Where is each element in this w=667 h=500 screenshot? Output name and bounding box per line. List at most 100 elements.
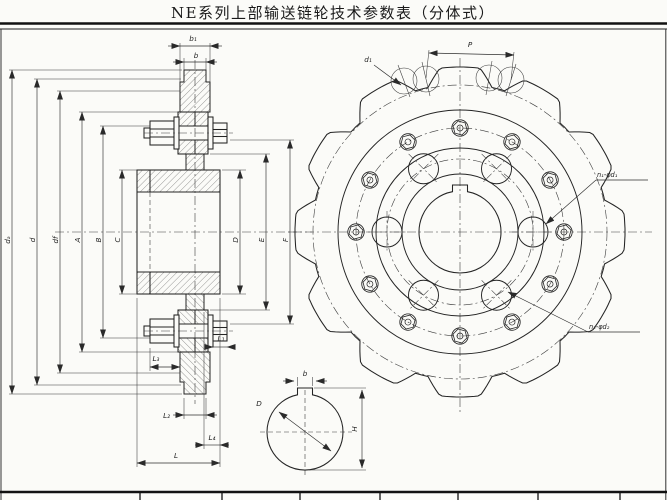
dim-label-L1: L₁ [218, 334, 225, 343]
clamp-bolt [555, 223, 573, 241]
clamp-bolt [541, 171, 559, 189]
hole-tick [481, 153, 512, 184]
bolt-hex-head [362, 172, 378, 188]
dim-label-L2: L₂ [163, 411, 170, 420]
bolt-hex-head [542, 172, 558, 188]
clamp-bolt [451, 327, 469, 345]
mount-hole [408, 279, 439, 311]
bolt-hex-head [452, 328, 468, 344]
clamp-bolt [361, 275, 379, 293]
flange-plate [194, 139, 209, 155]
dim-label-df: df [51, 235, 60, 244]
bolt-hex-head [362, 276, 378, 292]
bolt-hex-head [504, 314, 520, 330]
section-upper-half [143, 69, 233, 171]
hole-tick [408, 280, 439, 311]
bore-with-keyway [266, 387, 344, 471]
dim-label-L: L [174, 451, 178, 460]
dim-n2: n₂-φd₂ [507, 291, 640, 333]
detail-label-b: b [303, 369, 308, 378]
dim-label-A: A [73, 237, 82, 243]
section-view: b₁ b dₐ d df A B C [3, 34, 312, 467]
clamp-bolt [399, 133, 417, 151]
bolt-hex-head [542, 276, 558, 292]
bolt-hex-head [556, 224, 572, 240]
drawing-title: NE系列上部输送链轮技术参数表（分体式） [171, 4, 495, 22]
dim-d1: d₁ [364, 55, 402, 86]
hub-wall [136, 169, 221, 193]
bolt-center [456, 124, 464, 132]
dim-b: b [173, 51, 217, 70]
dim-label-P: P [468, 40, 473, 49]
bolt-center [352, 228, 360, 236]
clamp-bolt [541, 275, 559, 293]
detail-view: b D H [256, 369, 366, 478]
dim-label-L3: L₃ [153, 354, 160, 363]
dim-label-D: D [231, 237, 240, 243]
flange-plate [177, 139, 196, 155]
front-bore-keyway [418, 184, 502, 274]
clamp-bolt [503, 313, 521, 331]
detail-label-H: H [350, 426, 359, 432]
mount-hole [408, 153, 439, 185]
dim-label-B: B [94, 237, 103, 242]
detail-dim-H: H [309, 387, 366, 471]
bolt-center [404, 318, 412, 326]
tooth-section [179, 69, 211, 113]
bolt-hex-head [504, 134, 520, 150]
hole-tick [408, 153, 439, 184]
tooth-ring-profile [294, 66, 626, 398]
flange-plate [194, 111, 209, 127]
hub-section [136, 169, 221, 295]
dim-n1: n₁-φd₁ [545, 171, 648, 225]
flange-plate [177, 111, 196, 127]
bolt-hex-head [400, 314, 416, 330]
bolt-center [366, 176, 374, 184]
pitch-circle [312, 84, 608, 380]
length-dims: L₁ L₃ L₂ L₄ L [136, 298, 236, 467]
bolt-center [366, 280, 374, 288]
chain-pockets [390, 60, 525, 98]
clamp-bolt [451, 119, 469, 137]
dim-label-n2: n₂-φd₂ [589, 323, 610, 331]
bolt-hex-head [400, 134, 416, 150]
dim-label-b: b [194, 51, 199, 60]
sheet-frame: NE系列上部输送链轮技术参数表（分体式） [0, 4, 667, 500]
clamp-bolt [399, 313, 417, 331]
bolt-center [560, 228, 568, 236]
front-view [288, 58, 652, 412]
dim-label-da: dₐ [3, 236, 12, 244]
clamp-bolt [503, 133, 521, 151]
dim-label-C: C [113, 237, 122, 242]
bolt-center [508, 318, 516, 326]
dim-label-F: F [281, 237, 290, 242]
param-table [0, 490, 667, 500]
dim-label-d: d [28, 237, 37, 242]
dim-label-d1: d₁ [364, 55, 372, 64]
hub-wall [136, 271, 221, 295]
detail-dim-D: D [256, 399, 332, 452]
front-view-dims: P d₁ n₁-φd₁ n₂-φd₂ [364, 40, 648, 333]
plate-edge-circle [337, 109, 583, 355]
web-section [185, 153, 205, 171]
diameter-dims: dₐ d df A B C [3, 69, 182, 395]
bolt-circle [355, 127, 565, 337]
dim-label-L4: L₄ [209, 433, 216, 442]
clamp-bolt [361, 171, 379, 189]
dim-label-n1: n₁-φd₁ [597, 171, 618, 179]
mount-hole [481, 153, 512, 185]
dim-label-E: E [257, 237, 266, 242]
bolt-center [456, 332, 464, 340]
bolt-hex-head [348, 224, 364, 240]
detail-dim-b: b [283, 369, 327, 386]
dim-label-b1: b₁ [189, 34, 197, 43]
bolt-center [546, 280, 554, 288]
dim-P: P [425, 40, 515, 81]
bolt-center [508, 138, 516, 146]
bolt-center [404, 138, 412, 146]
section-lower-half [143, 293, 234, 395]
clamp-bolt [347, 223, 365, 241]
bolt-hex-head [452, 120, 468, 136]
bolt-center [546, 176, 554, 184]
